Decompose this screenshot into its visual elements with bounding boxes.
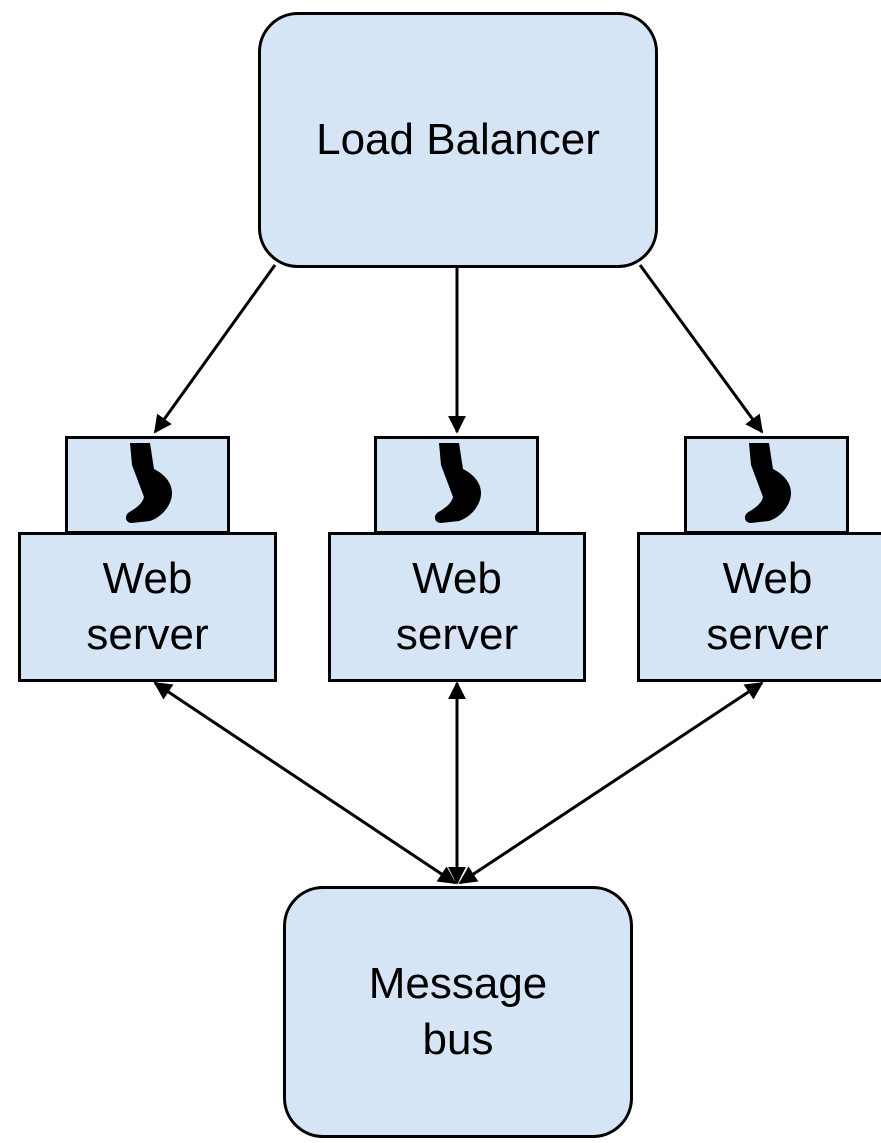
- arrow-lb-to-web-server-3: [638, 264, 764, 434]
- message-bus-node: Message bus: [283, 886, 633, 1138]
- web-server-3-node: Web server: [637, 532, 881, 682]
- arrow-web-server-1-bus: [153, 681, 457, 885]
- web-server-1-node: Web server: [18, 532, 277, 682]
- arrow-lb-to-web-server-1: [153, 264, 277, 434]
- load-balancer-node: Load Balancer: [258, 12, 658, 268]
- web-server-3-icon-box: [684, 436, 849, 534]
- sock-icon: [737, 441, 797, 530]
- load-balancer-label: Load Balancer: [316, 115, 600, 164]
- web-server-1-icon-box: [65, 436, 230, 534]
- sock-icon: [427, 441, 487, 530]
- arrow-web-server-3-bus: [458, 681, 764, 885]
- web-server-3-label: Web server: [706, 554, 829, 659]
- web-server-1-label: Web server: [86, 554, 209, 659]
- message-bus-label: Message bus: [368, 959, 548, 1064]
- web-server-2-icon-box: [374, 436, 539, 534]
- web-server-2-node: Web server: [328, 532, 586, 682]
- web-server-2-label: Web server: [395, 554, 519, 659]
- sock-icon: [118, 441, 178, 530]
